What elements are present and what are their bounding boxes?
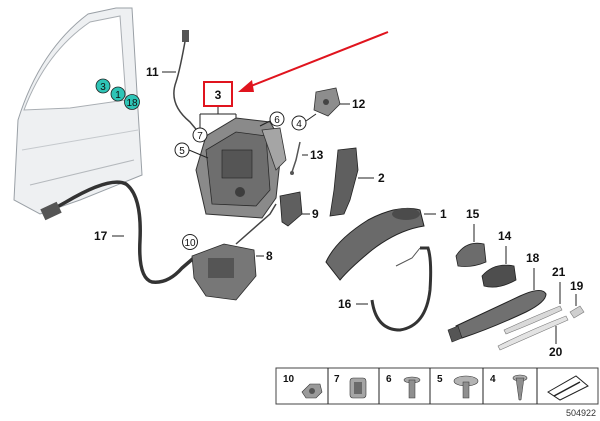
- callout-16: 16: [338, 297, 352, 311]
- door-marker-18: 18: [124, 94, 140, 110]
- callout-5: 5: [179, 146, 185, 157]
- callout-10-circle: 10: [182, 234, 198, 250]
- callout-6: 6: [274, 115, 280, 126]
- callout-3-highlight[interactable]: 3: [203, 81, 233, 107]
- callout-20: 20: [549, 345, 563, 359]
- hardware-label: 5: [437, 374, 443, 385]
- door-lock-assembly: [195, 117, 287, 219]
- trim-strip-20: 20: [497, 315, 569, 359]
- callout-5-circle: 5: [174, 142, 209, 159]
- rod-13: 13: [290, 141, 324, 175]
- callout-15: 15: [466, 207, 480, 221]
- callout-18: 18: [526, 251, 540, 265]
- red-arrow: [238, 31, 389, 92]
- handle-carrier-1: 1: [325, 207, 447, 281]
- callout-10: 10: [184, 238, 196, 249]
- callout-4: 4: [296, 119, 302, 130]
- bracket-9: 9: [279, 191, 319, 227]
- hardware-row: 10 7 6 5 4: [275, 367, 599, 405]
- cap-14: 14: [481, 229, 517, 288]
- hardware-label: 4: [490, 374, 496, 385]
- callout-12: 12: [352, 97, 366, 111]
- door-marker-label: 18: [126, 98, 138, 109]
- door-marker-label: 3: [100, 82, 106, 93]
- callout-2: 2: [378, 171, 385, 185]
- callout-7-circle: 7: [192, 127, 208, 143]
- hardware-item-4: 4: [490, 374, 528, 401]
- callout-14: 14: [498, 229, 512, 243]
- callout-7: 7: [197, 131, 203, 142]
- callout-13: 13: [310, 148, 324, 162]
- actuator-8: 8: [191, 203, 277, 301]
- door-handle-18: 18: [447, 251, 547, 343]
- cap-19: 19: [569, 279, 585, 319]
- hardware-item-10: 10: [283, 374, 323, 399]
- callout-6-circle: 6: [259, 111, 285, 127]
- callout-1: 1: [440, 207, 447, 221]
- callout-11: 11: [146, 65, 159, 79]
- hardware-label: 10: [283, 374, 295, 385]
- callout-17: 17: [94, 229, 108, 243]
- cable-11: 11: [146, 30, 201, 135]
- trim-strip-21: 21: [503, 265, 566, 335]
- callout-21: 21: [552, 265, 566, 279]
- cable-16: 16: [338, 246, 433, 332]
- bracket-2: 2: [329, 147, 385, 217]
- callout-4-circle: 4: [291, 113, 317, 131]
- callout-8: 8: [266, 249, 273, 263]
- hardware-label: 7: [334, 374, 340, 385]
- cap-15: 15: [455, 207, 487, 267]
- hardware-item-tool: [547, 375, 589, 401]
- hardware-label: 6: [386, 374, 392, 385]
- callout-3: 3: [215, 88, 222, 102]
- callout-9: 9: [312, 207, 319, 221]
- hardware-item-6: 6: [386, 374, 421, 399]
- door-marker-1: 1: [110, 86, 126, 102]
- hardware-item-5: 5: [437, 374, 479, 399]
- callout-19: 19: [570, 279, 584, 293]
- cable-17: 17: [40, 180, 198, 284]
- hardware-item-7: 7: [334, 374, 367, 399]
- striker-12: 12: [313, 87, 366, 117]
- door-marker-label: 1: [115, 90, 121, 101]
- diagram-id: 504922: [566, 408, 596, 418]
- door-marker-3: 3: [95, 78, 111, 94]
